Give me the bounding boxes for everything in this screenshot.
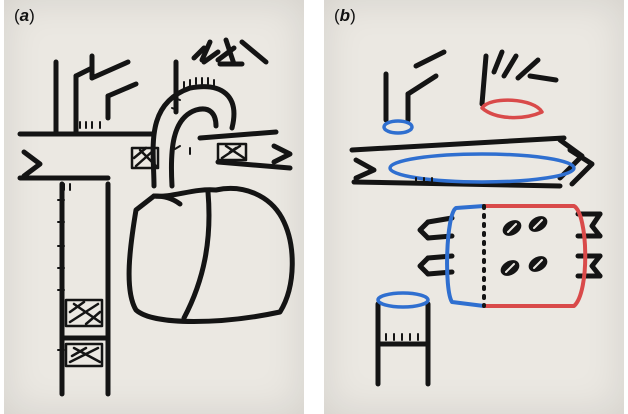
- upper-right-branches: [482, 52, 556, 104]
- sketch-b: [324, 0, 624, 414]
- blue-suture-line-vessel: [390, 154, 574, 182]
- blue-suture-cuff-lower: [378, 293, 428, 307]
- conduit-patch-lower: [66, 344, 102, 366]
- conduit-patch-upper: [66, 300, 102, 326]
- blue-suture-cuff-upper: [384, 121, 412, 133]
- branch-vessel: [92, 56, 136, 118]
- arch-branches: [176, 40, 266, 112]
- upper-left-vessel: [386, 52, 444, 120]
- diagram-panel-b: (b): [324, 0, 624, 414]
- lower-conduit-ticks: [386, 334, 418, 340]
- lower-conduit: [378, 304, 428, 384]
- diagram-panel-a: (a): [4, 0, 304, 414]
- hatched-patch-right: [218, 144, 246, 160]
- heart-outline: [129, 188, 292, 321]
- red-suture-cuff-upper: [482, 100, 542, 117]
- horizontal-vessel-b: [352, 138, 592, 186]
- valve-openings: [498, 213, 550, 279]
- sketch-a: [4, 0, 304, 414]
